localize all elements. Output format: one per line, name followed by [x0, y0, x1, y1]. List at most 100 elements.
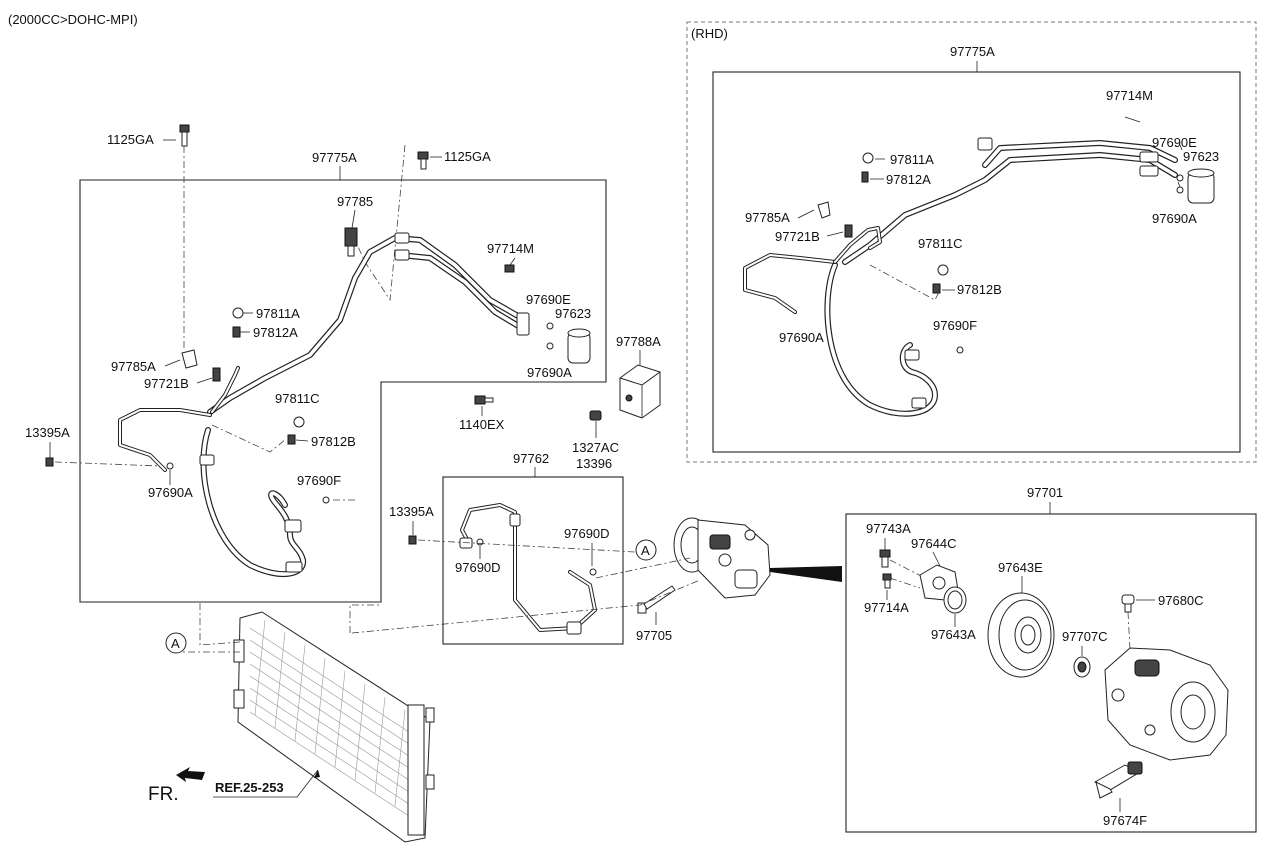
condenser-icon: [233, 611, 435, 843]
pulley-97643E-icon: [987, 592, 1055, 678]
rhd-label-97811A[interactable]: 97811A: [890, 152, 934, 167]
discharge-label-97690D-right[interactable]: 97690D: [564, 526, 610, 541]
shim-97643A-icon: [943, 586, 967, 614]
rhd-oring-e-icon: [1176, 174, 1184, 182]
compressor-section: 97701: [845, 485, 1257, 833]
lhd-label-97811C[interactable]: 97811C: [275, 391, 320, 406]
discharge-hose: [459, 503, 597, 635]
oring-d-left-icon: [476, 538, 484, 546]
rhd-label-97690A-left[interactable]: 97690A: [779, 330, 824, 345]
bolt-icon: [417, 151, 429, 170]
bolt-1140EX-icon: [474, 395, 494, 405]
rhd-label-97721B[interactable]: 97721B: [775, 229, 820, 244]
rhd-hose-assembly: [743, 137, 1178, 417]
switch-icon: [212, 367, 221, 382]
rhd-label-97690A-right[interactable]: 97690A: [1152, 211, 1197, 226]
phantom-line: [349, 579, 701, 634]
lhd-assembly-label[interactable]: 97775A: [312, 150, 357, 165]
discharge-label-13395A[interactable]: 13395A: [389, 504, 434, 519]
rhd-label-97812B[interactable]: 97812B: [957, 282, 1002, 297]
nut-icon: [45, 457, 54, 467]
lhd-label-97812B[interactable]: 97812B: [311, 434, 356, 449]
front-indicator: FR.: [148, 767, 205, 805]
main-compressor-icon: [673, 517, 771, 599]
ref-marker-a-2[interactable]: A: [635, 539, 657, 561]
rhd-dashed-frame: [686, 21, 1257, 463]
valve-icon: [232, 326, 241, 338]
oring-d-right-icon: [589, 568, 597, 576]
rhd-oring-a-icon: [1176, 186, 1184, 194]
lhd-label-97690A-right[interactable]: 97690A: [527, 365, 572, 380]
lhd-label-97785A[interactable]: 97785A: [111, 359, 156, 374]
comp-label-97680C[interactable]: 97680C: [1158, 593, 1204, 608]
misc-parts: 97788A 1140EX 1327AC 13396 97705: [459, 334, 676, 643]
nut-icon: [408, 535, 417, 545]
rhd-label-97812A[interactable]: 97812A: [886, 172, 931, 187]
discharge-label-97690D-left[interactable]: 97690D: [455, 560, 501, 575]
rhd-label-97623[interactable]: 97623: [1183, 149, 1219, 164]
ref-marker-a-1[interactable]: A: [165, 632, 187, 654]
rhd-assembly-label[interactable]: 97775A: [950, 44, 995, 59]
cap-c-icon: [293, 416, 305, 428]
rhd-label-97785A[interactable]: 97785A: [745, 210, 790, 225]
lhd-label-97623[interactable]: 97623: [555, 306, 591, 321]
lhd-label-13395A[interactable]: 13395A: [25, 425, 70, 440]
rhd-oring-f-icon: [956, 346, 964, 354]
discharge-assembly-label[interactable]: 97762: [513, 451, 549, 466]
engine-label: (2000CC>DOHC-MPI): [8, 12, 138, 27]
lhd-label-97785[interactable]: 97785: [337, 194, 373, 209]
label-13396[interactable]: 13396: [576, 456, 612, 471]
comp-label-97643A[interactable]: 97643A: [931, 627, 976, 642]
bolt-icon: [179, 124, 190, 147]
comp-label-97643E[interactable]: 97643E: [998, 560, 1043, 575]
lhd-label-1125GA-a[interactable]: 1125GA: [107, 132, 154, 147]
rhd-label-97811C[interactable]: 97811C: [918, 236, 963, 251]
comp-label-97707C[interactable]: 97707C: [1062, 629, 1108, 644]
lhd-label-97811A[interactable]: 97811A: [256, 306, 300, 321]
label-97705[interactable]: 97705: [636, 628, 672, 643]
reference-leader: [213, 769, 319, 798]
lhd-switch-97785-icon: [344, 227, 358, 257]
label-1327AC[interactable]: 1327AC: [572, 440, 619, 455]
svg-text:A: A: [641, 543, 650, 558]
comp-label-97714A[interactable]: 97714A: [864, 600, 909, 615]
front-label: FR.: [148, 784, 179, 805]
cap-icon: [232, 307, 244, 319]
comp-label-97674F[interactable]: 97674F: [1103, 813, 1147, 828]
rhd-receiver-drier: [1187, 168, 1215, 204]
lhd-assembly-box: [79, 179, 607, 603]
bolt-97743A-icon: [879, 549, 891, 568]
reference-label[interactable]: REF.25-253: [215, 780, 284, 795]
discharge-section: 97762 13395A 97690D 97690D: [389, 451, 636, 645]
lhd-label-97690A-left[interactable]: 97690A: [148, 485, 193, 500]
comp-label-97743A[interactable]: 97743A: [866, 521, 911, 536]
rhd-section: (RHD) 97775A: [686, 21, 1257, 463]
comp-label-97644C[interactable]: 97644C: [911, 536, 957, 551]
lhd-label-97812A[interactable]: 97812A: [253, 325, 298, 340]
label-1140EX[interactable]: 1140EX: [459, 417, 505, 432]
bolt-97714M-icon: [504, 264, 515, 273]
bracket-icon: [181, 349, 198, 369]
compressor-assembly-label[interactable]: 97701: [1027, 485, 1063, 500]
rhd-label-97690E[interactable]: 97690E: [1152, 135, 1197, 150]
rhd-label-97714M[interactable]: 97714M: [1106, 88, 1153, 103]
ref-arrow-to-compressor: [770, 566, 842, 582]
lhd-label-97690E[interactable]: 97690E: [526, 292, 571, 307]
rhd-valve-b-icon: [932, 283, 941, 294]
label-97788A[interactable]: 97788A: [616, 334, 661, 349]
rhd-title: (RHD): [691, 26, 728, 41]
lhd-label-97721B[interactable]: 97721B: [144, 376, 189, 391]
oring-a-icon: [546, 342, 554, 350]
rhd-label-97690F[interactable]: 97690F: [933, 318, 977, 333]
lhd-receiver-drier: [567, 328, 591, 364]
lhd-label-1125GA-b[interactable]: 1125GA: [444, 149, 491, 164]
rhd-switch-icon: [844, 224, 853, 238]
nut-1327AC-icon: [589, 410, 602, 421]
lhd-label-97714M[interactable]: 97714M: [487, 241, 534, 256]
rhd-bracket-icon: [817, 201, 831, 219]
oring-e-icon: [546, 322, 554, 330]
bolt-97680C-icon: [1121, 594, 1135, 613]
rhd-cap-c-icon: [937, 264, 949, 276]
long-bolt-97705-icon: [637, 585, 676, 614]
lhd-label-97690F[interactable]: 97690F: [297, 473, 341, 488]
